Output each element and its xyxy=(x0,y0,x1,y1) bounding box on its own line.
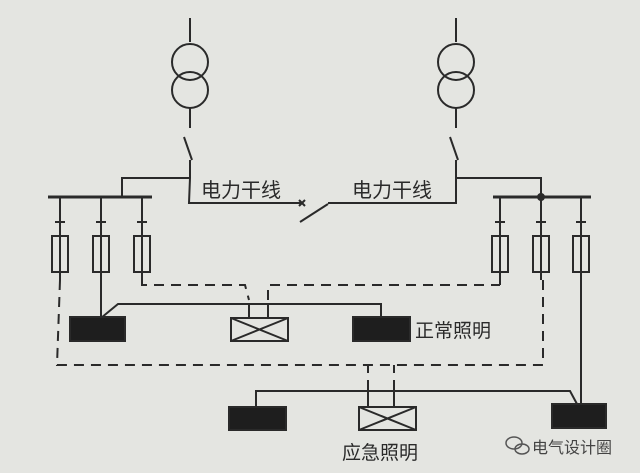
emergency-fixture-lower xyxy=(358,406,417,431)
emergency-fixture-upper xyxy=(230,317,289,342)
emergency-circuit-dashed xyxy=(55,279,544,390)
emergency-light-left xyxy=(228,406,287,431)
emergency-lighting-circuit xyxy=(228,390,607,431)
transformer-left xyxy=(121,18,209,197)
normal-lighting-label: 正常照明 xyxy=(415,320,492,342)
transformer-right xyxy=(437,18,542,197)
emergency-lighting-label: 应急照明 xyxy=(342,442,419,464)
wechat-icon xyxy=(505,436,530,455)
feeders-left xyxy=(51,197,151,318)
feeders-right xyxy=(491,197,590,405)
trunk-label-right: 电力干线 xyxy=(352,178,432,202)
normal-lighting-circuit xyxy=(69,303,411,342)
emergency-light-right xyxy=(551,403,607,429)
trunk-line xyxy=(187,177,457,223)
watermark: 电气设计圈 xyxy=(532,438,613,457)
normal-light-right xyxy=(352,316,411,342)
trunk-label-left: 电力干线 xyxy=(201,178,281,202)
normal-light-left xyxy=(69,316,126,342)
